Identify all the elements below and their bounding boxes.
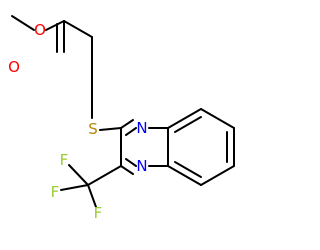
- bond-c2-n1-double: [125, 127, 137, 136]
- atom-labels: O O S N N F F F: [8, 21, 148, 222]
- bond-c8a-c8: [167, 108, 202, 129]
- bond-cf3-f-top: [68, 164, 89, 186]
- molecule-structure: O O S N N F F F: [8, 15, 235, 222]
- bond-methyl-o: [11, 15, 35, 31]
- bond-cf3-f-bottom: [87, 184, 97, 208]
- bond-c8-c7: [200, 108, 235, 129]
- atom-n-ring-top: N: [136, 119, 147, 137]
- bond-cf3-f-left: [60, 184, 89, 191]
- atom-f-left: F: [51, 183, 60, 201]
- bond-c5-c4a: [167, 165, 202, 186]
- atom-f-bottom: F: [94, 204, 103, 222]
- bond-o-carbonyl-c: [45, 20, 65, 31]
- atom-s-thioether: S: [88, 120, 98, 138]
- bonds: [11, 15, 235, 208]
- bond-c3-cf3: [87, 165, 122, 186]
- bond-n4-c3: [120, 165, 134, 175]
- bond-c5-c4a-double: [174, 161, 202, 178]
- atom-o-methoxy: O: [34, 21, 46, 39]
- bond-c6-c5: [200, 165, 235, 186]
- bond-carbonyl-ch2: [63, 20, 93, 38]
- bond-c8a-c8-double: [174, 116, 202, 133]
- atom-o-carbonyl: O: [8, 58, 20, 76]
- bond-s-c2: [99, 127, 122, 131]
- bond-c2-n1: [120, 119, 134, 129]
- atom-n-ring-bottom: N: [136, 157, 147, 175]
- bond-n4-c3-double: [125, 158, 137, 167]
- atom-f-top: F: [60, 151, 69, 169]
